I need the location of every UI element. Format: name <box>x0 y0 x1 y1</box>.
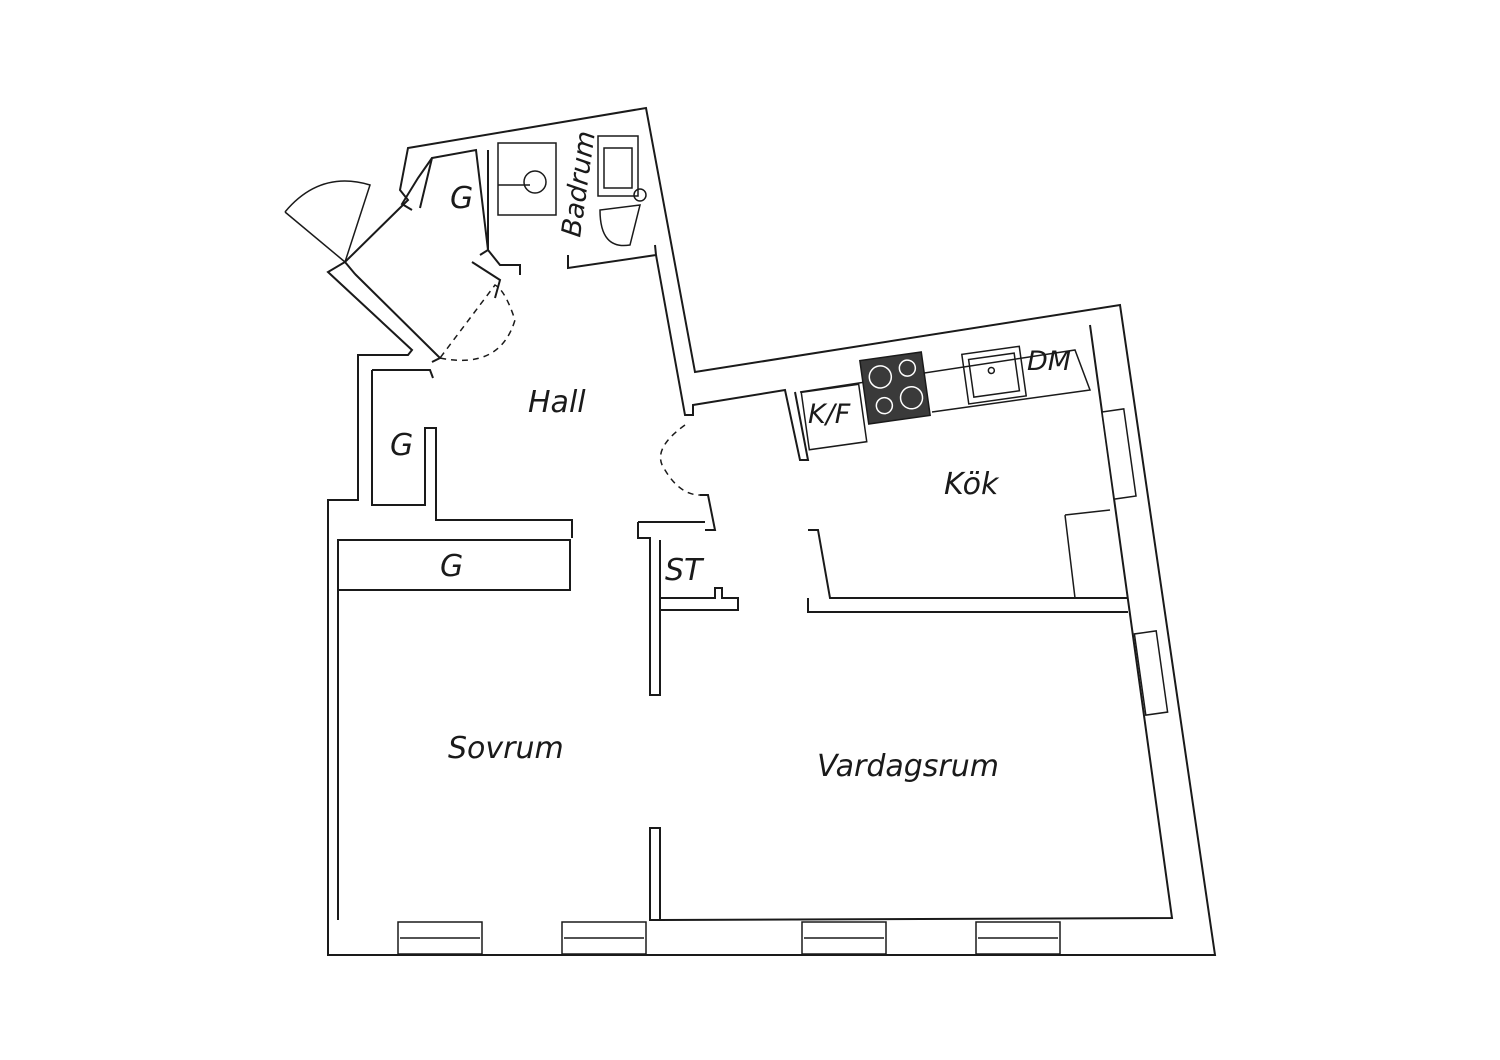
bedroom-living-partition <box>649 827 661 921</box>
fridge-freezer <box>800 383 868 451</box>
kitchen-counter <box>1064 509 1111 599</box>
room-label-kok: Kök <box>944 467 1000 502</box>
room-label-sovrum: Sovrum <box>448 731 564 766</box>
label-wardrobe-entry: G <box>450 181 473 216</box>
kitchen-bottom-wall <box>807 598 1128 613</box>
hall-right-wall <box>655 254 810 461</box>
kitchen-left-wall <box>808 529 1128 599</box>
entry-wardrobe <box>400 157 433 211</box>
hall-lower-wall <box>637 494 717 696</box>
hall-door-dashed <box>439 284 516 362</box>
hall-wardrobe-walls <box>371 370 573 538</box>
kitchen-counter-top <box>799 349 1092 413</box>
stove-icon <box>859 351 931 425</box>
storage-walls <box>660 587 739 611</box>
hall-door-2 <box>659 424 701 496</box>
outer-wall-outline <box>326 106 1217 956</box>
shower-area <box>497 142 557 216</box>
room-label-vardagsrum: Vardagsrum <box>817 749 999 784</box>
label-fridge-freezer: K/F <box>808 399 851 430</box>
label-wardrobe-bedroom: G <box>440 549 463 584</box>
washbasin <box>597 135 639 197</box>
toilet-seat <box>633 188 647 202</box>
entry-door-swing <box>284 180 371 263</box>
inner-wall-outline <box>337 539 571 920</box>
room-label-hall: Hall <box>528 385 586 420</box>
label-dishwasher: DM <box>1027 346 1071 377</box>
entry-door-leaf <box>284 211 346 263</box>
living-window-right <box>1133 630 1169 716</box>
bathroom-wall <box>487 150 658 275</box>
label-storage: ST <box>665 553 705 588</box>
sink-icon <box>960 345 1028 405</box>
shower-drain-icon <box>523 170 547 194</box>
room-label-badrum: Badrum <box>556 129 602 239</box>
hall-top-left <box>471 261 502 299</box>
kitchen-window <box>1101 408 1137 500</box>
basin-inner <box>603 147 633 189</box>
bedroom-right-edge <box>659 324 1174 921</box>
hall-left-wall <box>372 369 434 379</box>
toilet-icon <box>599 204 641 247</box>
label-wardrobe-hall: G <box>390 428 413 463</box>
